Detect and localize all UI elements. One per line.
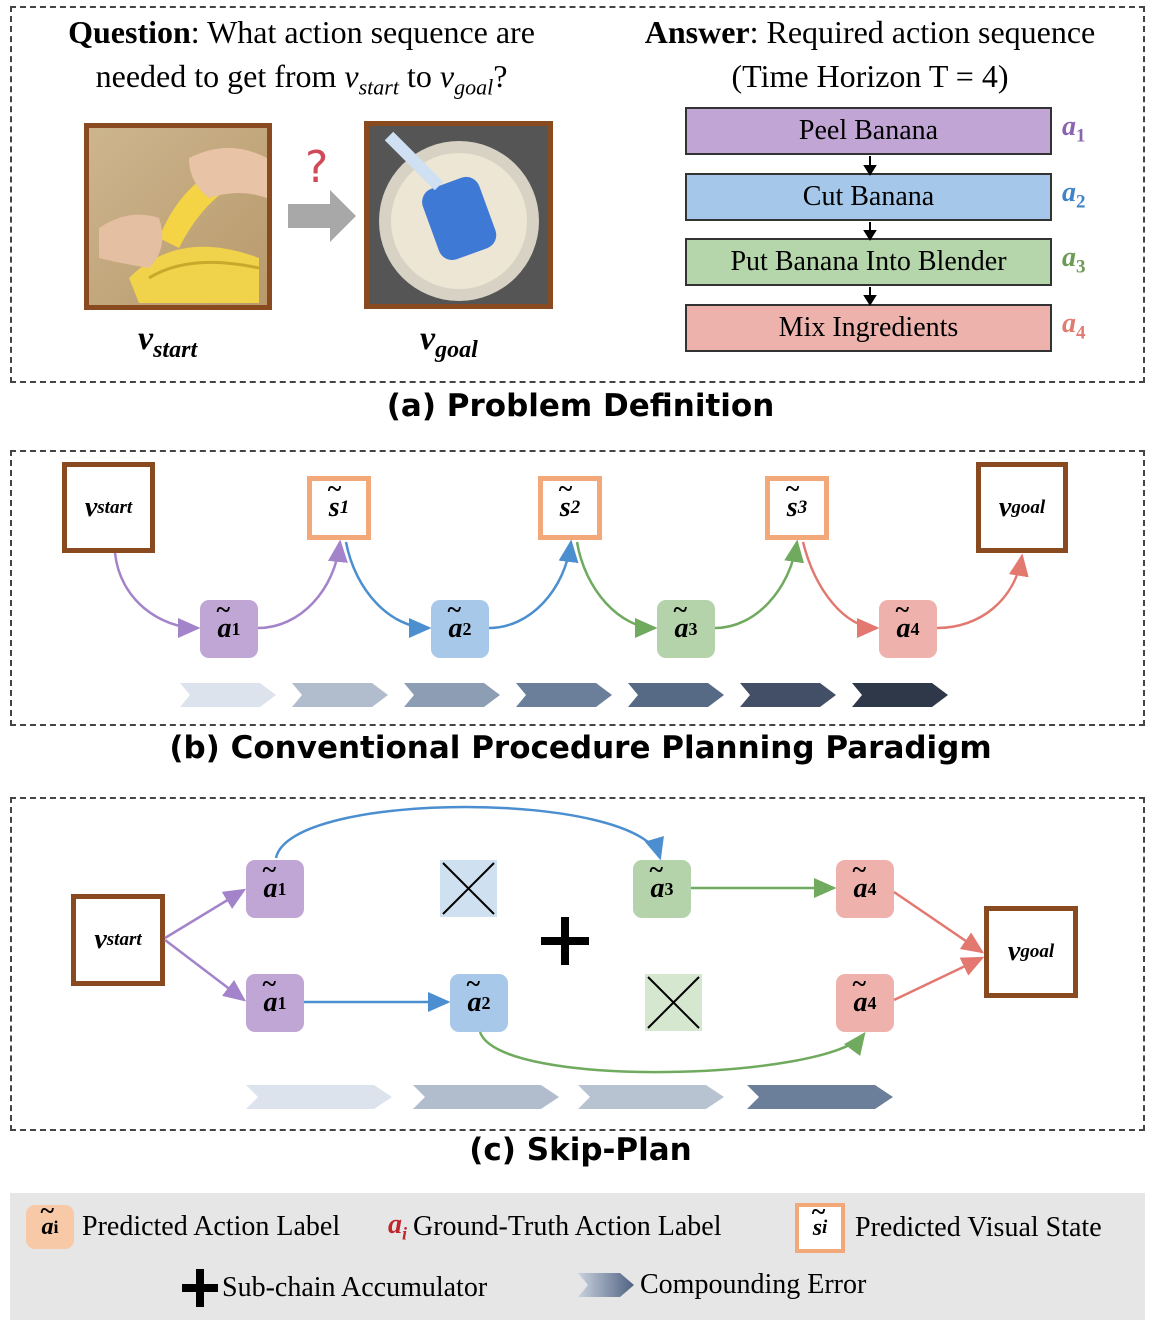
- question-mark: ?: [305, 142, 329, 193]
- action-node-bottom-a1: a1: [246, 969, 304, 1032]
- legend: ai Predicted Action Label ai Ground-Trut…: [10, 1193, 1145, 1320]
- legend-predicted-state: si Predicted Visual State: [795, 1197, 1102, 1253]
- sequence-step-1: Peel Banana: [685, 107, 1052, 155]
- state-box-s1: s1: [307, 474, 371, 540]
- ground-truth-tag-3: a3: [1062, 242, 1086, 278]
- v-goal-caption: vgoal: [420, 320, 478, 363]
- flow-arrows-b: [113, 539, 1029, 707]
- flow-arrows-c: [164, 805, 985, 1109]
- action-node-a4-b: a4: [879, 595, 937, 658]
- caption-b: (b) Conventional Procedure Planning Para…: [169, 730, 992, 766]
- legend-compounding: Compounding Error: [578, 1269, 866, 1301]
- action-node-bottom-a4: a4: [836, 969, 894, 1032]
- action-node-top-a1: a1: [246, 855, 304, 918]
- action-node-top-a4: a4: [836, 855, 894, 918]
- ground-truth-tag-4: a4: [1062, 308, 1086, 344]
- predicted-state-swatch: si: [795, 1197, 845, 1253]
- accumulator-plus-icon: [541, 917, 589, 965]
- plus-icon: [182, 1269, 218, 1307]
- sequence-step-4: Mix Ingredients: [685, 304, 1052, 352]
- start-frame-image: [84, 123, 272, 310]
- skip-plan-panel: [10, 797, 1145, 1131]
- state-box-s2: s2: [538, 474, 602, 540]
- predicted-action-swatch: ai: [26, 1196, 74, 1249]
- conventional-panel: [10, 450, 1145, 726]
- caption-a: (a) Problem Definition: [386, 388, 775, 424]
- action-node-a3-b: a3: [657, 595, 715, 658]
- action-node-top-a3: a3: [633, 855, 691, 918]
- action-node-a1-b: a1: [200, 595, 258, 658]
- sequence-step-label: Cut Banana: [802, 181, 935, 212]
- answer-text: Answer: Required action sequence (Time H…: [644, 14, 1096, 94]
- legend-accumulator: Sub-chain Accumulator: [182, 1267, 487, 1309]
- sequence-step-2: Cut Banana: [685, 173, 1052, 221]
- sequence-step-label: Mix Ingredients: [778, 312, 959, 343]
- ground-truth-tag-2: a2: [1062, 177, 1086, 213]
- action-node-a2-b: a2: [431, 595, 489, 658]
- transition-arrow: [288, 190, 356, 242]
- sequence-step-label: Peel Banana: [798, 115, 939, 146]
- caption-c: (c) Skip-Plan: [469, 1132, 692, 1168]
- action-node-bottom-a2: a2: [450, 969, 508, 1032]
- question-text: Question: What action sequence are neede…: [68, 14, 535, 100]
- legend-predicted-action: ai Predicted Action Label: [26, 1196, 340, 1249]
- blocked-box-bottom: [645, 974, 702, 1031]
- problem-definition-panel: [10, 6, 1145, 383]
- chevron-icon: [578, 1273, 634, 1297]
- state-box-s3: s3: [765, 474, 829, 540]
- v-start-caption: vstart: [138, 320, 198, 363]
- ground-truth-tag-1: a1: [1062, 111, 1086, 147]
- compounding-error-chevrons-c: [246, 1085, 893, 1109]
- compounding-error-chevrons-b: [180, 683, 948, 707]
- sequence-step-label: Put Banana Into Blender: [730, 246, 1007, 277]
- legend-ground-truth: ai Ground-Truth Action Label: [388, 1209, 722, 1244]
- sequence-arrows: [863, 156, 877, 306]
- sequence-step-3: Put Banana Into Blender: [685, 238, 1052, 286]
- blocked-box-top: [440, 860, 497, 917]
- goal-frame-image: [364, 121, 553, 309]
